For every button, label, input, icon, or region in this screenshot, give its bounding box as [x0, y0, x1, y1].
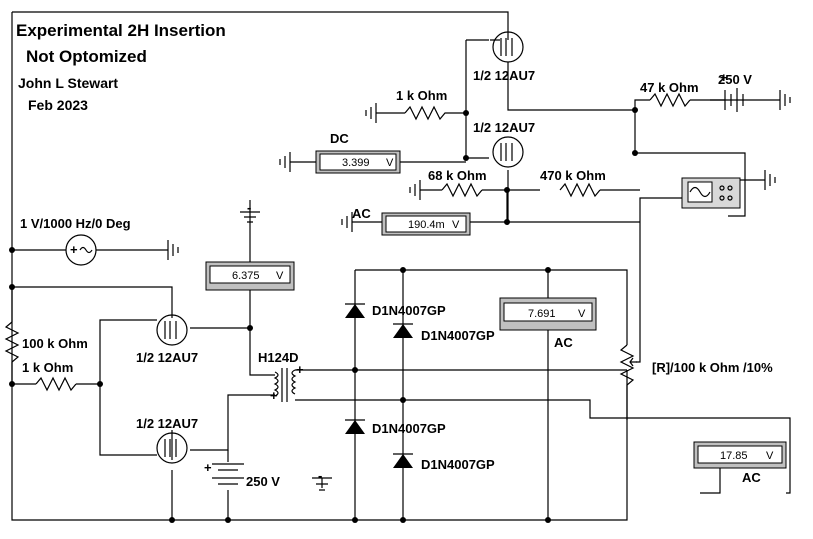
meter-ac-mid-unit: V — [578, 308, 586, 320]
label-r-1k-left: 1 k Ohm — [22, 360, 73, 375]
label-ac-mid: AC — [554, 335, 573, 350]
meter-dc-left-value: 6.375 — [232, 270, 260, 282]
label-diode-1: D1N4007GP — [372, 303, 446, 318]
resistor-100k — [4, 321, 20, 363]
label-tube-left-upper: 1/2 12AU7 — [136, 350, 198, 365]
label-transformer: H124D — [258, 350, 298, 365]
meter-dc: 3.399 V — [315, 150, 401, 174]
minus-sign-top: - — [247, 200, 251, 215]
label-r-100k: 100 k Ohm — [22, 336, 88, 351]
label-diode-4: D1N4007GP — [421, 457, 495, 472]
plus-sign-1: + — [296, 362, 304, 377]
label-r-470k: 470 k Ohm — [540, 168, 606, 183]
meter-ac-top-unit: V — [452, 219, 460, 231]
diode-2 — [393, 323, 413, 338]
tube-left-lower — [156, 432, 188, 464]
tube-top — [490, 31, 524, 63]
label-diode-3: D1N4007GP — [372, 421, 446, 436]
meter-dc-left: 6.375 V — [205, 261, 295, 291]
meter-ac-top: 190.4m V — [381, 212, 471, 236]
oscilloscope-icon — [681, 177, 741, 209]
minus-sign-bottom: - — [318, 468, 322, 483]
meter-ac-top-value: 190.4m — [408, 219, 445, 231]
resistor-1k-left — [35, 376, 77, 392]
plus-sign-3: + — [204, 460, 212, 475]
label-supply-bottom: 250 V — [246, 474, 280, 489]
label-tube-left-lower: 1/2 12AU7 — [136, 416, 198, 431]
meter-dc-value: 3.399 — [342, 157, 370, 169]
resistor-470k — [559, 182, 601, 198]
diode-1 — [345, 303, 365, 318]
resistor-1k-top — [404, 105, 450, 121]
svg-text:+: + — [70, 242, 78, 257]
meter-ac-bottom-value: 17.85 — [720, 450, 748, 462]
label-diode-2: D1N4007GP — [421, 328, 495, 343]
tube-left-upper — [156, 314, 188, 346]
label-tube-top: 1/2 12AU7 — [473, 68, 535, 83]
ac-source: + — [65, 234, 97, 266]
date: Feb 2023 — [28, 97, 88, 113]
meter-ac-mid: 7.691 V — [499, 297, 597, 331]
label-pot: [R]/100 k Ohm /10% — [652, 360, 773, 375]
label-ac-bottom: AC — [742, 470, 761, 485]
meter-dc-unit: V — [386, 157, 394, 169]
title-line1: Experimental 2H Insertion — [16, 21, 226, 40]
meter-ac-mid-value: 7.691 — [528, 308, 556, 320]
ground-symbols — [167, 90, 791, 491]
meter-ac-bottom: 17.85 V — [693, 441, 787, 469]
label-supply-top: 250 V — [718, 72, 752, 87]
author: John L Stewart — [18, 75, 118, 91]
title-line2: Not Optomized — [26, 47, 147, 66]
resistor-68k — [441, 182, 483, 198]
plus-sign-2: + — [270, 388, 278, 403]
diode-3 — [345, 419, 365, 434]
wires — [11, 11, 791, 521]
resistor-47k — [649, 92, 691, 108]
battery-bottom — [212, 463, 244, 485]
meter-dc-left-unit: V — [276, 270, 284, 282]
junction-dots — [9, 107, 638, 523]
plus-sign-4: + — [720, 70, 728, 85]
diode-4 — [393, 453, 413, 468]
label-ac-top: AC — [352, 206, 371, 221]
transformer — [273, 368, 297, 402]
label-r-47k: 47 k Ohm — [640, 80, 699, 95]
label-dc: DC — [330, 131, 349, 146]
meter-ac-bottom-unit: V — [766, 450, 774, 462]
tube-mid — [492, 136, 524, 168]
label-source: 1 V/1000 Hz/0 Deg — [20, 216, 131, 231]
battery-top — [724, 88, 744, 112]
potentiometer — [619, 344, 637, 420]
label-r-68k: 68 k Ohm — [428, 168, 487, 183]
label-r-1k-top: 1 k Ohm — [396, 88, 447, 103]
label-tube-mid: 1/2 12AU7 — [473, 120, 535, 135]
